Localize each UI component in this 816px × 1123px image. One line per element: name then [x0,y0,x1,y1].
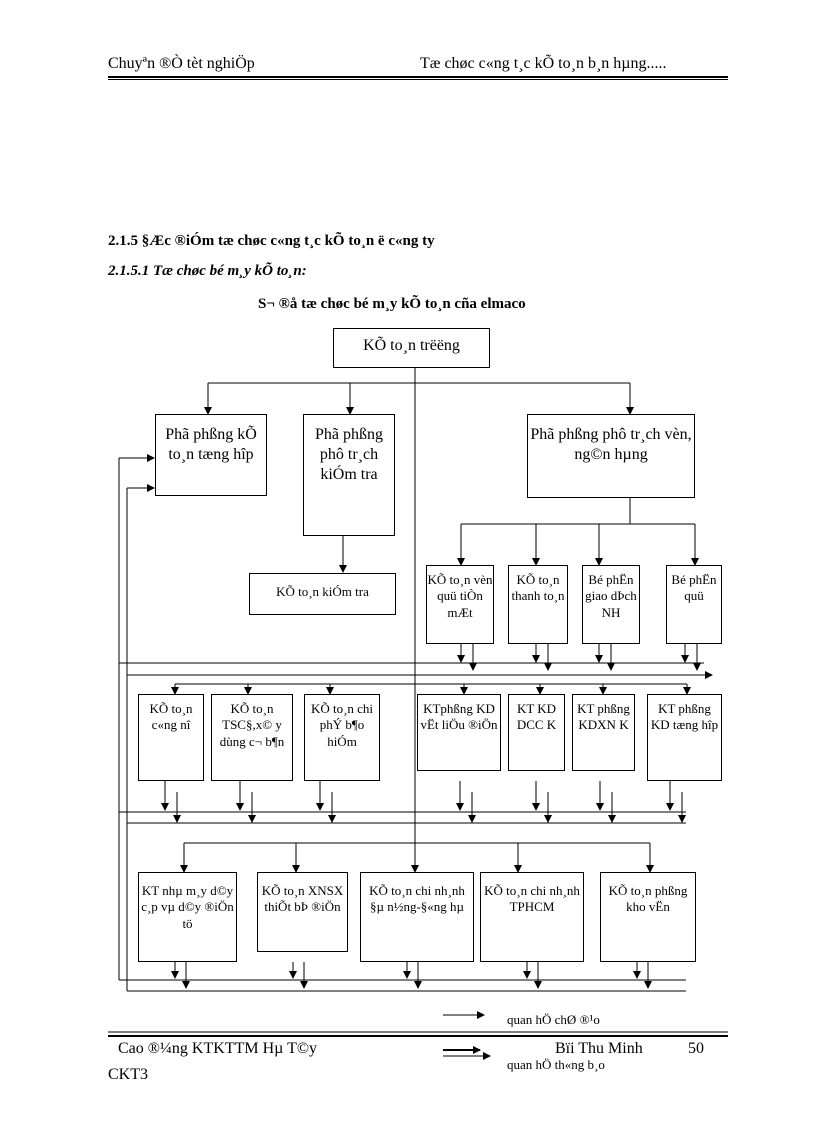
branch-unit-box: KT nhµ m¸y d©y c¸p vµ d©y ®iÖn tö [138,872,237,962]
branch-unit-box: KÕ to¸n XNSX thiÕt bÞ ®iÖn [257,872,348,952]
footer-school: Cao ®¼ng KTKTTM Hµ T©y [118,1040,317,1057]
header-rule [108,76,728,78]
branch-unit-label: KÕ to¸n phßng kho vËn [608,883,688,915]
inspection-accountant-box: KÕ to¸n kiÓm tra [249,573,396,615]
left-unit-box: KÕ to¸n c«ng nî [138,694,204,781]
header-rule-thin [108,79,728,80]
vp-capital-banking-label: Phã phßng phô tr¸ch vèn, ng©n hµng [530,426,692,463]
business-unit-label: KT phßng KDXN K [577,701,630,733]
right-unit-label: Bé phËn giao dÞch NH [585,572,637,620]
right-unit-box: Bé phËn quü [666,565,722,644]
right-unit-box: Bé phËn giao dÞch NH [582,565,640,644]
header-right: Tæ chøc c«ng t¸c kÕ to¸n b¸n hµng..... [420,55,667,72]
right-unit-box: KÕ to¸n thanh to¸n [508,565,568,644]
section-heading: 2.1.5 §Æc ®iÓm tæ chøc c«ng t¸c kÕ to¸n … [108,233,435,249]
left-unit-label: KÕ to¸n chi phÝ b¶o hiÓm [310,701,374,749]
left-unit-box: KÕ to¸n chi phÝ b¶o hiÓm [304,694,380,781]
chief-accountant-box: KÕ to¸n trëëng [333,328,490,368]
header-left: Chuyªn ®Ò tèt nghiÖp [108,55,255,72]
right-unit-label: KÕ to¸n vèn quü tiÒn mÆt [427,572,493,620]
business-unit-box: KTphßng KD vËt liÖu ®iÖn [417,694,501,771]
right-unit-label: KÕ to¸n thanh to¸n [511,572,565,604]
branch-unit-box: KÕ to¸n chi nh¸nh §µ n½ng-§«ng hµ [360,872,474,962]
business-unit-box: KT KD DCC K [508,694,565,771]
diagram-title: S¬ ®å tæ chøc bé m¸y kÕ to¸n cña elmaco [258,296,526,312]
legend-direct-label: quan hÖ chØ ®¹o [507,1012,600,1027]
vp-general-accounting-label: Phã phßng kÕ to¸n tæng hîp [165,426,257,463]
vp-capital-banking-box: Phã phßng phô tr¸ch vèn, ng©n hµng [527,414,695,498]
right-unit-box: KÕ to¸n vèn quü tiÒn mÆt [426,565,494,644]
footer-class: CKT3 [108,1066,148,1083]
right-unit-label: Bé phËn quü [671,572,717,604]
left-unit-box: KÕ to¸n TSC§,x© y dùng c¬ b¶n [211,694,293,781]
left-unit-label: KÕ to¸n c«ng nî [149,701,193,733]
vp-inspection-label: Phã phßng phô tr¸ch kiÓm tra [315,426,383,483]
vp-inspection-box: Phã phßng phô tr¸ch kiÓm tra [303,414,395,536]
page-number: 50 [688,1040,704,1057]
business-unit-label: KT phßng KD tæng hîp [650,701,719,733]
branch-unit-label: KÕ to¸n chi nh¸nh TPHCM [484,883,580,915]
legend-report-label: quan hÖ th«ng b¸o [507,1057,605,1072]
branch-unit-box: KÕ to¸n phßng kho vËn [600,872,696,962]
section-subheading: 2.1.5.1 Tæ chøc bé m¸y kÕ to¸n: [108,263,307,279]
business-unit-box: KT phßng KD tæng hîp [647,694,722,781]
business-unit-label: KT KD DCC K [516,701,557,733]
business-unit-box: KT phßng KDXN K [572,694,635,771]
branch-unit-label: KÕ to¸n chi nh¸nh §µ n½ng-§«ng hµ [369,883,465,915]
branch-unit-label: KÕ to¸n XNSX thiÕt bÞ ®iÖn [261,883,344,915]
chief-accountant-label: KÕ to¸n trëëng [363,337,460,354]
vp-general-accounting-box: Phã phßng kÕ to¸n tæng hîp [155,414,267,496]
left-unit-label: KÕ to¸n TSC§,x© y dùng c¬ b¶n [219,701,285,749]
inspection-accountant-label: KÕ to¸n kiÓm tra [276,584,369,599]
business-unit-label: KTphßng KD vËt liÖu ®iÖn [420,701,498,733]
branch-unit-label: KT nhµ m¸y d©y c¸p vµ d©y ®iÖn tö [141,883,234,931]
footer-author: Bïi Thu Minh [555,1040,643,1057]
branch-unit-box: KÕ to¸n chi nh¸nh TPHCM [480,872,584,962]
